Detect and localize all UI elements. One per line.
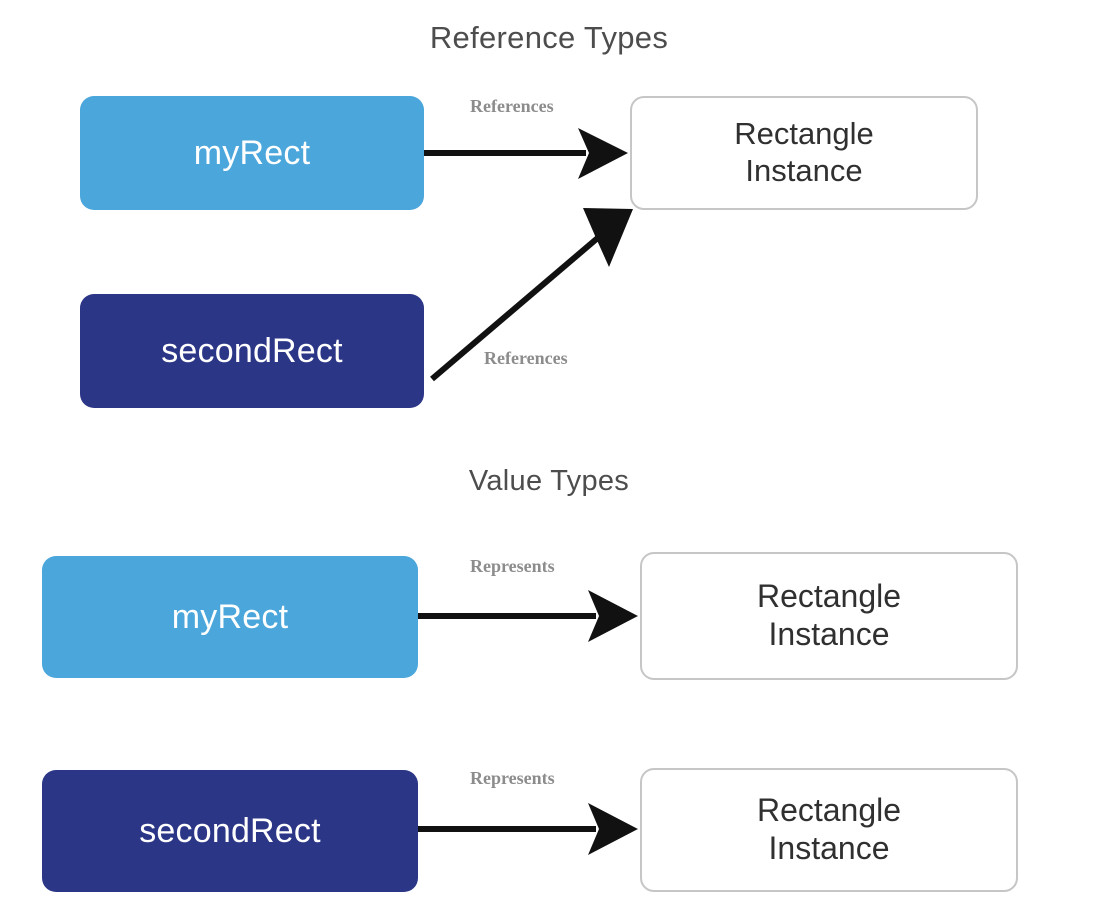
arrow-right-icon-represents-myrect	[418, 590, 638, 642]
variable-box-myrect-reference[interactable]: myRect	[80, 96, 424, 210]
instance-box-rectangle-value-1[interactable]: Rectangle Instance	[640, 552, 1018, 680]
section-title-reference-types: Reference Types	[429, 20, 669, 55]
arrow-right-icon-references-myrect	[424, 128, 628, 179]
instance-box-rectangle-reference[interactable]: Rectangle Instance	[630, 96, 978, 210]
edge-label-represents-myrect: Represents	[470, 556, 555, 576]
section-title-value-types: Value Types	[468, 465, 630, 497]
variable-box-secondrect-reference[interactable]: secondRect	[80, 294, 424, 408]
instance-box-rectangle-value-2[interactable]: Rectangle Instance	[640, 768, 1018, 892]
variable-box-label: secondRect	[139, 811, 321, 850]
instance-box-line-1: Rectangle	[756, 792, 902, 829]
instance-box-line-1: Rectangle	[756, 578, 902, 615]
variable-box-secondrect-value[interactable]: secondRect	[42, 770, 418, 892]
edge-label-represents-secondrect: Represents	[470, 768, 555, 788]
edge-label-references-myrect: References	[470, 96, 554, 116]
instance-box-line-2: Instance	[745, 153, 863, 188]
variable-box-myrect-value[interactable]: myRect	[42, 556, 418, 678]
variable-box-label: myRect	[193, 133, 311, 172]
instance-box-line-1: Rectangle	[734, 116, 874, 152]
edge-label-references-secondrect: References	[484, 348, 568, 368]
variable-box-label: secondRect	[161, 331, 343, 370]
arrow-right-icon-represents-secondrect	[418, 803, 638, 855]
instance-box-line-2: Instance	[768, 830, 890, 866]
instance-box-line-2: Instance	[768, 616, 890, 652]
variable-box-label: myRect	[171, 597, 289, 636]
